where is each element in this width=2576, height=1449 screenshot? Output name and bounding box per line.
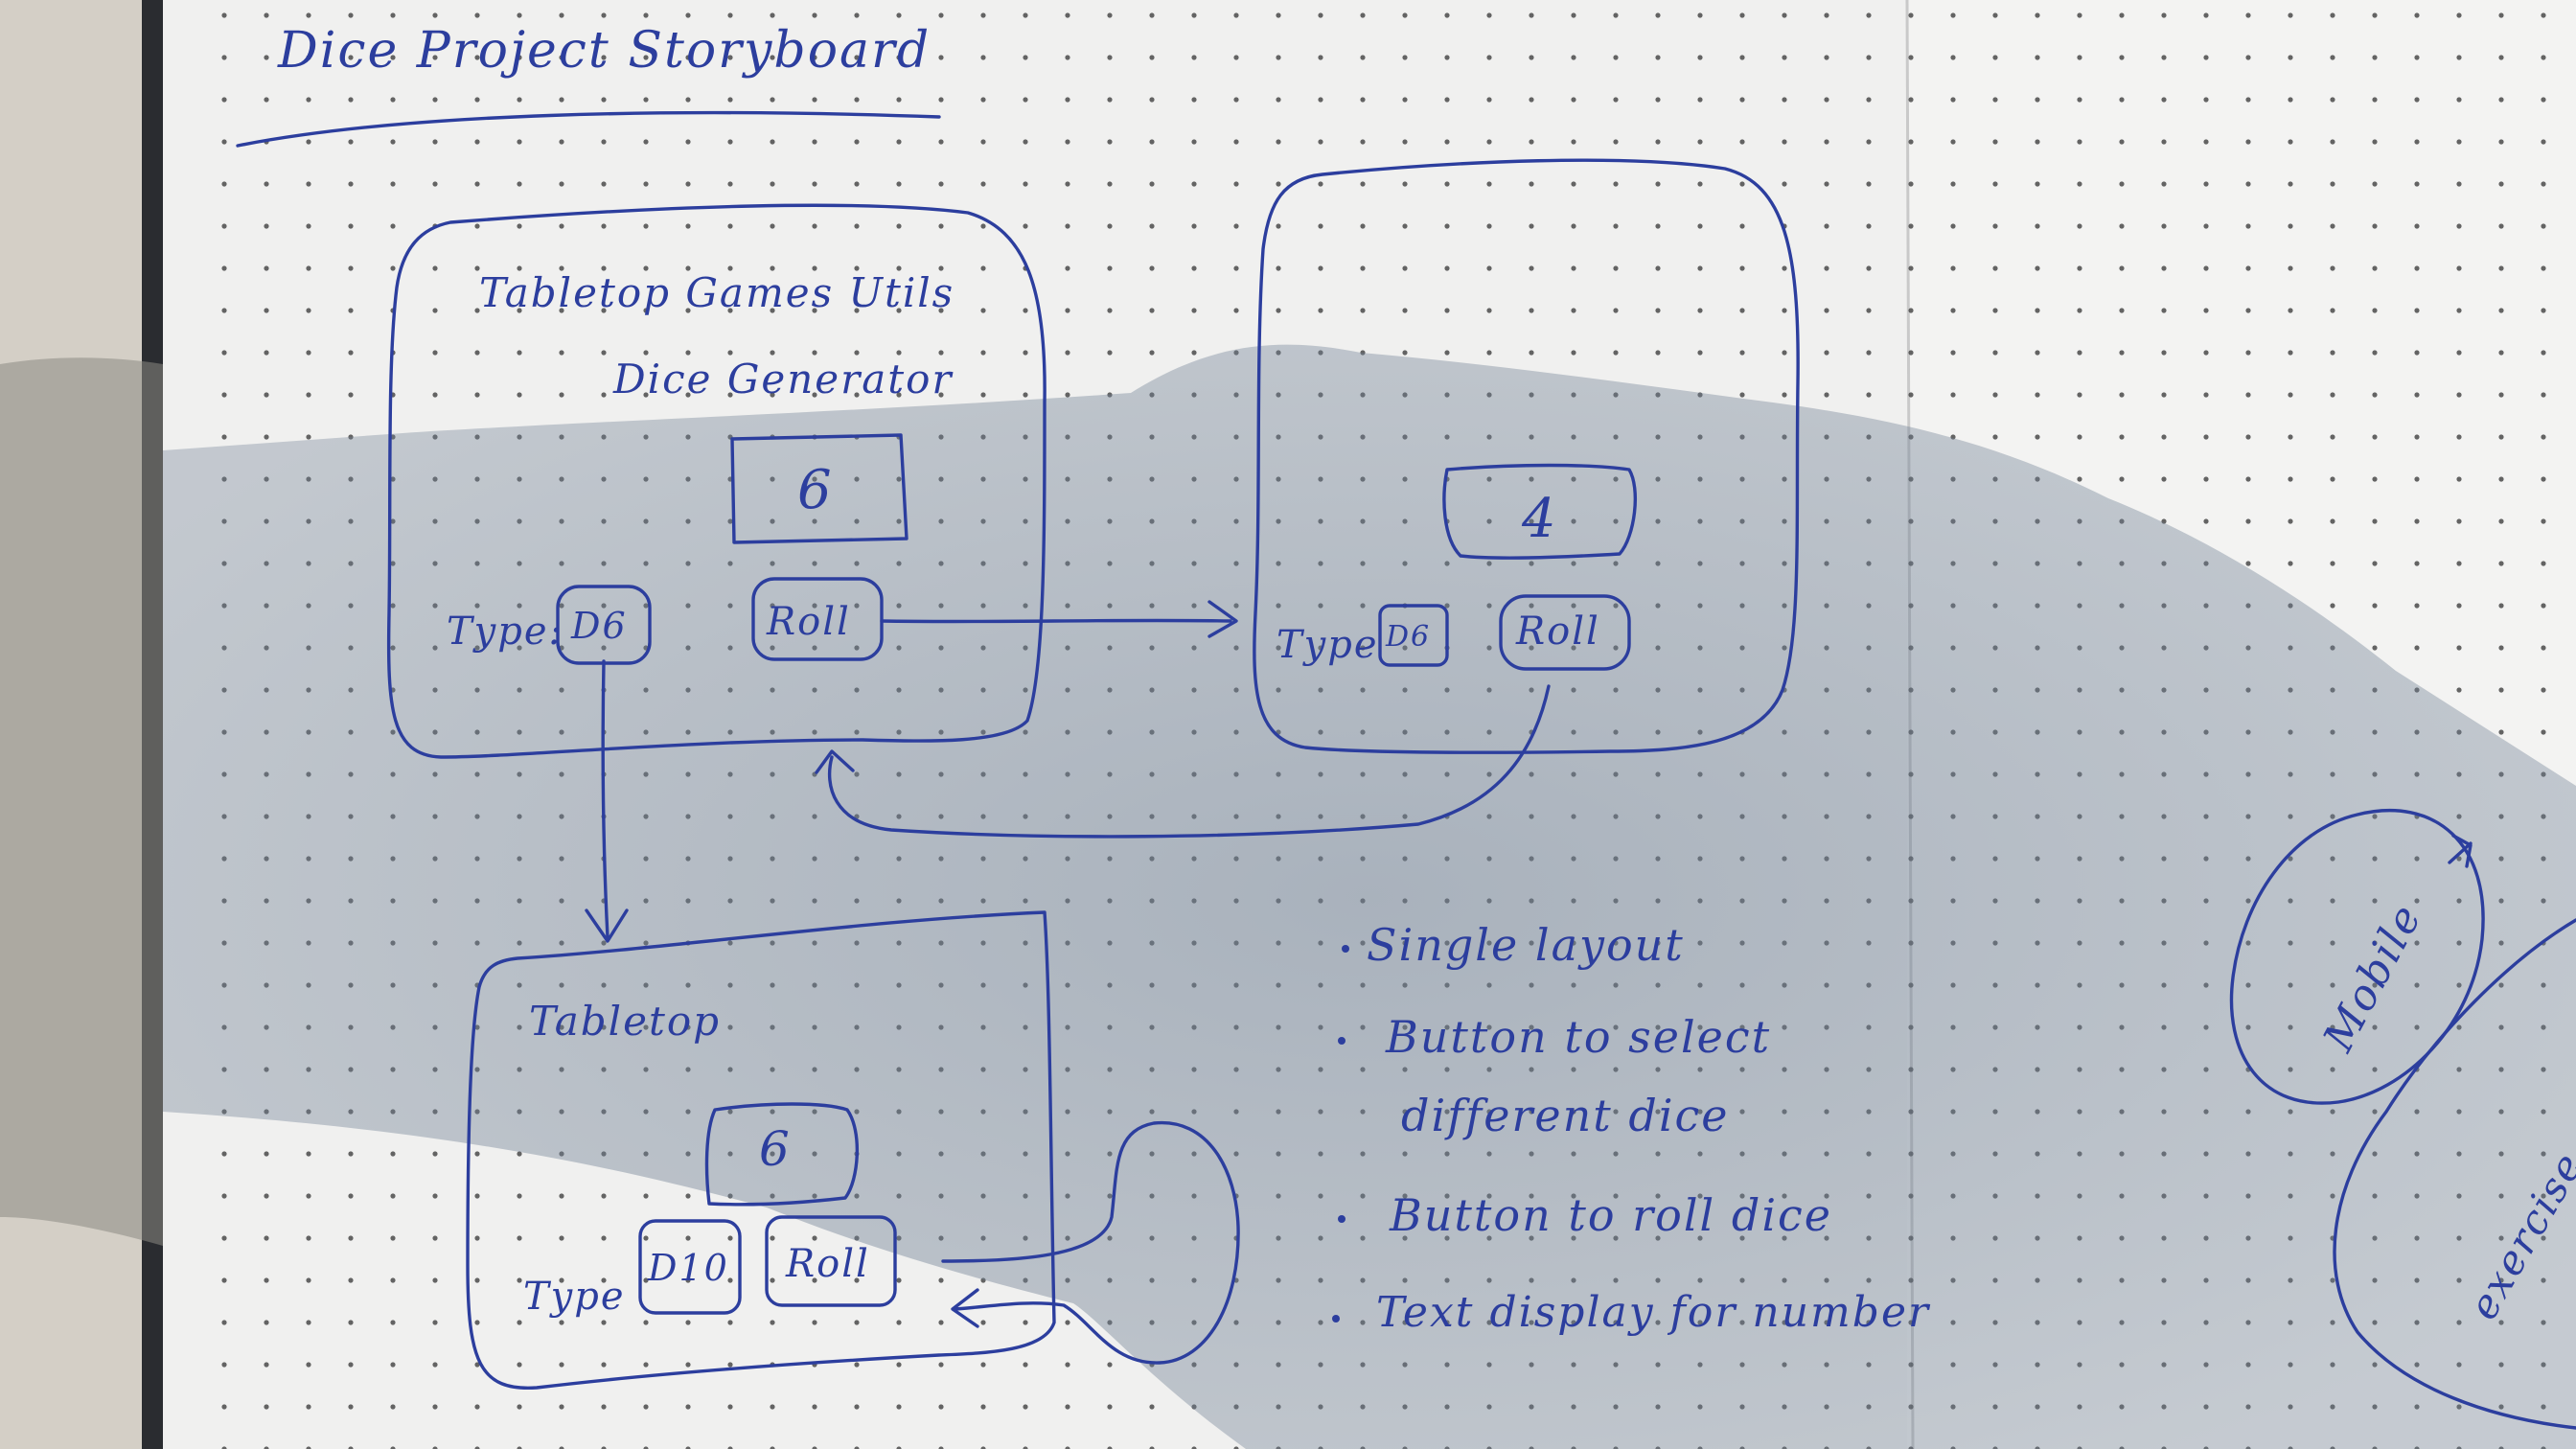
arrow-type-to-dice-select-head [585,908,629,943]
screen-dice-select-roll-label: Roll [785,1242,870,1286]
note-different-dice: different dice [1401,1090,1730,1141]
arrow-roll-to-result-head [1208,600,1238,638]
screen-main-result-box [730,433,908,544]
arrow-dice-select-loop-head [951,1288,979,1328]
screen-main-type-value: D6 [570,605,628,647]
storyboard-title-group: Dice Project Storyboard [236,22,941,148]
screen-rolled-result-box [1442,463,1637,560]
arrow-result-back-to-main [827,684,1551,839]
exercise-circle-partial [2333,918,2576,1430]
screen-main-frame [386,203,1046,759]
screen-main-type-label: Type: [447,610,564,654]
screen-dice-select-app-title: Tabletop [529,998,721,1045]
bullet-dot [1338,1037,1346,1045]
screen-dice-select-type-label: Type [523,1275,626,1319]
screen-main-subtitle: Dice Generator [612,356,954,402]
screen-rolled-roll-button[interactable] [1499,594,1631,671]
screen-main: Tabletop Games Utils Dice Generator 6 Ty… [386,203,1046,759]
screen-main-roll-label: Roll [766,600,851,644]
screen-main-result: 6 [797,459,834,521]
screen-rolled-type-value: D6 [1385,620,1431,654]
mobile-circle [2229,809,2485,1105]
screen-rolled-type-label: Type [1276,623,1379,667]
note-text-display: Text display for number [1376,1288,1931,1337]
screen-rolled: 4 Type D6 Roll [1253,158,1800,754]
note-button-roll: Button to roll dice [1389,1189,1832,1241]
bullet-dot [1342,945,1349,953]
note-single-layout: Single layout [1367,919,1685,971]
screen-dice-select-roll-button[interactable] [765,1215,897,1307]
requirements-notes: Single layout Button to select different… [1332,919,1931,1337]
screen-rolled-result: 4 [1521,488,1558,550]
bullet-dot [1338,1215,1346,1223]
screen-dice-select-type-value: D10 [647,1247,729,1289]
screen-rolled-frame [1253,158,1800,754]
mobile-arrow-head [2448,834,2472,868]
screen-dice-select-result: 6 [759,1121,792,1177]
screen-main-roll-button[interactable] [751,577,884,661]
arrow-dice-select-loop [941,1120,1240,1365]
storyboard-title: Dice Project Storyboard [277,22,931,80]
screen-dice-select: Tabletop 6 Type D10 Roll [466,910,1056,1390]
title-underline [236,110,941,148]
table-shadow [0,357,163,1246]
arrow-roll-to-result [880,618,1232,624]
hand-shadow [163,344,2576,1449]
note-button-select: Button to select [1385,1011,1771,1063]
screen-main-app-title: Tabletop Games Utils [479,269,954,316]
arrow-type-to-dice-select [601,659,610,939]
screen-rolled-roll-label: Roll [1515,610,1600,654]
arrow-result-back-to-main-head [815,749,855,774]
screen-rolled-type-button[interactable] [1378,604,1449,667]
flow-arrows [585,600,1551,1365]
bullet-dot [1332,1315,1340,1322]
screen-dice-select-result-box [704,1102,860,1207]
screen-dice-select-type-button[interactable] [638,1219,742,1315]
screen-dice-select-frame [466,910,1056,1390]
